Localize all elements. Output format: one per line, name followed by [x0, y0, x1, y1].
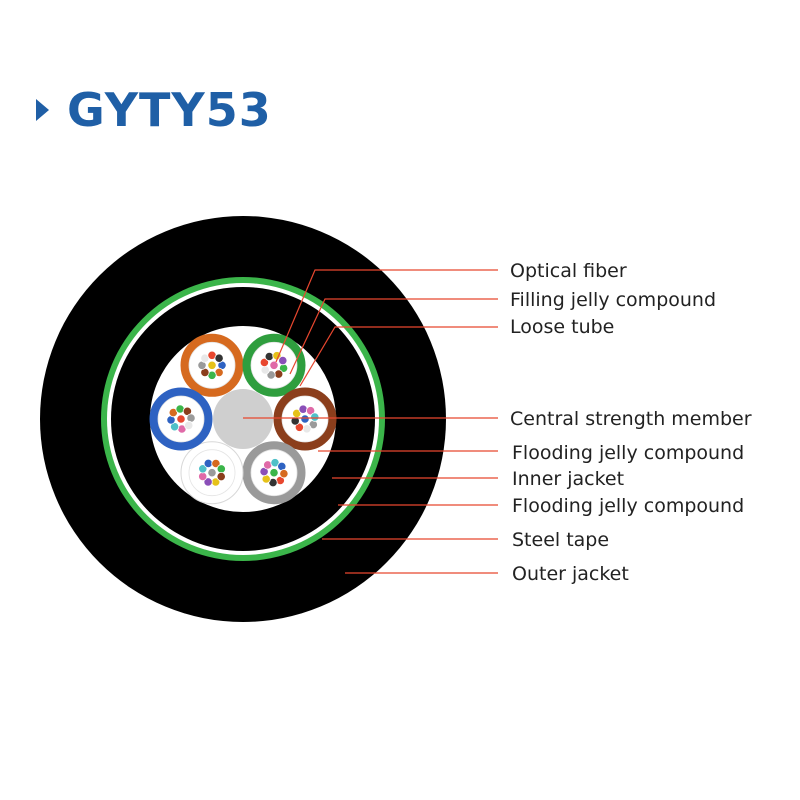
leader-loose-tube — [299, 326, 498, 387]
optical-fiber — [310, 412, 320, 422]
optical-fiber — [278, 355, 288, 366]
optical-fiber — [207, 360, 217, 370]
leader-filling-jelly-compound — [289, 298, 498, 375]
loose-tube — [242, 441, 306, 505]
optical-fiber — [216, 471, 226, 482]
label-outer-jacket: Outer jacket — [512, 563, 629, 585]
optical-fiber — [203, 458, 213, 468]
optical-fiber — [269, 360, 279, 370]
optical-fiber — [294, 422, 304, 432]
optical-fiber — [216, 464, 226, 474]
optical-fiber — [269, 468, 279, 478]
loose-tube — [242, 333, 306, 397]
optical-fiber — [184, 420, 194, 430]
label-filling-jelly-compound: Filling jelly compound — [510, 289, 716, 311]
label-loose-tube: Loose tube — [510, 316, 614, 338]
optical-fiber — [214, 353, 224, 363]
optical-fiber — [203, 477, 213, 487]
loose-tube — [180, 441, 244, 505]
label-inner-jacket: Inner jacket — [512, 468, 624, 490]
label-optical-fiber: Optical fiber — [510, 260, 627, 282]
leader-optical-fiber — [275, 269, 498, 363]
loose-tube — [273, 387, 337, 451]
optical-fiber — [211, 458, 221, 469]
loose-tubes — [149, 333, 337, 505]
component-labels: Optical fiber Filling jelly compound Loo… — [510, 260, 752, 585]
central-strength-member — [213, 389, 273, 449]
optical-fiber — [305, 406, 316, 416]
leader-lines — [243, 269, 498, 574]
page-title: GYTY53 — [67, 83, 272, 137]
optical-fiber — [298, 404, 308, 414]
loose-tube — [180, 333, 244, 397]
optical-fiber — [274, 369, 284, 379]
loose-tube — [149, 387, 213, 451]
optical-fiber — [198, 471, 208, 481]
optical-fiber — [300, 414, 310, 424]
optical-fiber — [266, 370, 276, 380]
title-row: GYTY53 — [36, 82, 272, 138]
optical-fiber — [279, 469, 289, 479]
label-flooding-jelly-compound-inner: Flooding jelly compound — [512, 442, 744, 464]
label-central-strength-member: Central strength member — [510, 408, 752, 430]
optical-fiber — [260, 365, 270, 375]
optical-fiber — [264, 351, 274, 362]
optical-fiber — [302, 424, 312, 434]
optical-fiber — [259, 357, 269, 367]
optical-fiber — [207, 468, 217, 478]
optical-fiber — [198, 464, 208, 474]
cable-cross-section — [40, 216, 446, 622]
play-arrow-icon — [36, 99, 49, 121]
optical-fiber — [176, 414, 186, 424]
label-steel-tape: Steel tape — [512, 529, 609, 551]
label-flooding-jelly-compound-outer: Flooding jelly compound — [512, 495, 744, 517]
